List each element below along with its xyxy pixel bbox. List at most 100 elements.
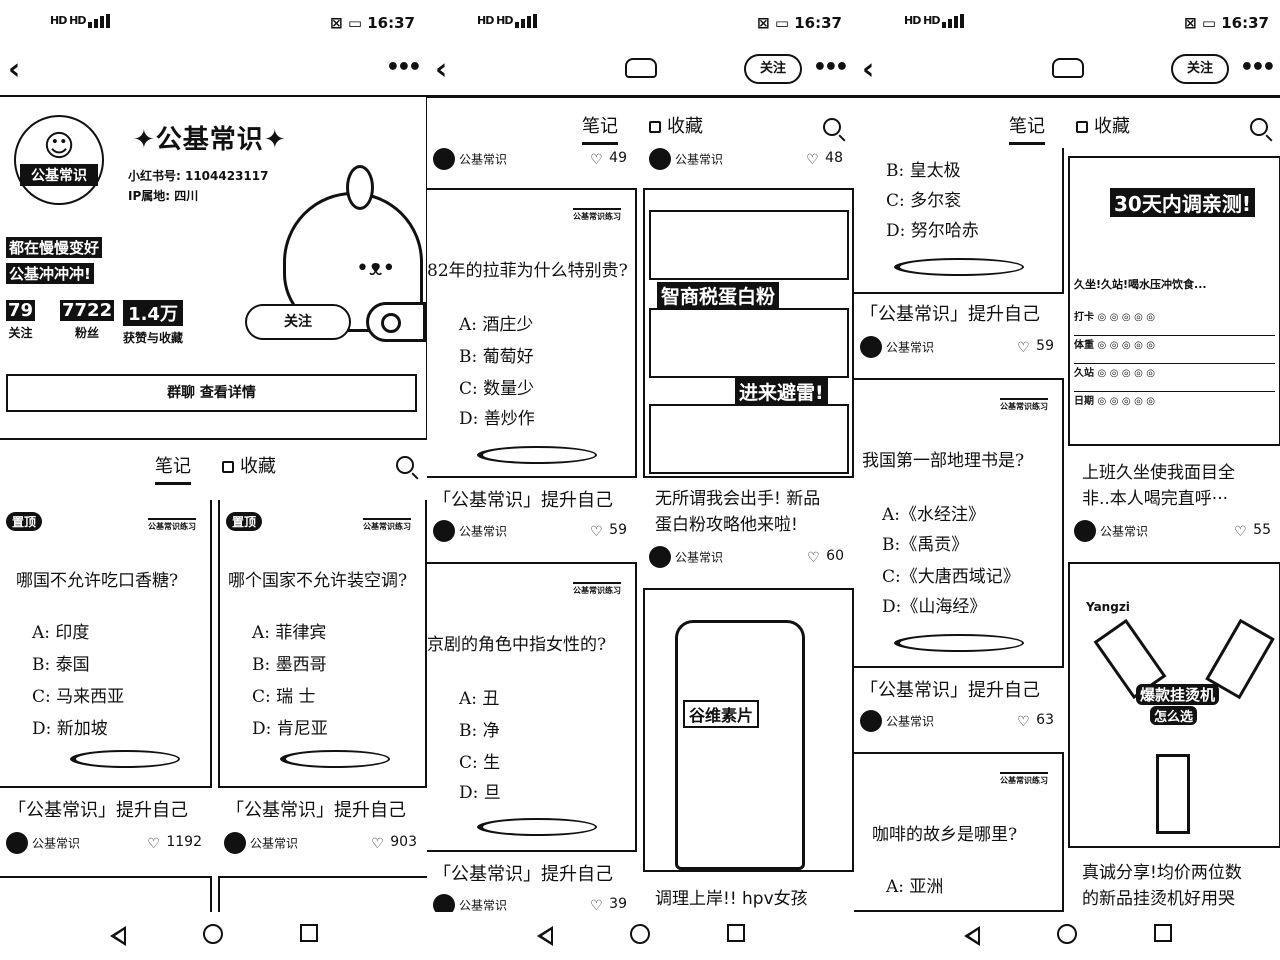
top-bar: ‹ •••: [0, 48, 427, 92]
option-c: C:《大唐西域记》: [882, 567, 1020, 587]
tab-notes[interactable]: 笔记: [1009, 112, 1045, 145]
nav-back-icon[interactable]: [110, 926, 126, 946]
smile-icon: ☺: [43, 129, 75, 164]
more-options-icon[interactable]: •••: [385, 55, 422, 80]
note-meta: 公基常识 ♡1192: [6, 832, 206, 856]
nav-back-icon[interactable]: [537, 926, 553, 946]
like-count[interactable]: ♡903: [371, 834, 417, 852]
search-icon[interactable]: [396, 456, 414, 474]
like-count[interactable]: ♡60: [807, 548, 844, 566]
note-card[interactable]: 置顶 公基常识练习 哪个国家不允许装空调? A: 菲律宾 B: 墨西哥 C: 瑞…: [218, 500, 427, 860]
group-chat-bar[interactable]: 群聊 查看详情: [6, 374, 417, 412]
rabbit-face-icon: •ᴥ•: [356, 256, 396, 281]
android-nav-bar: [0, 912, 427, 960]
likes-text: 39: [609, 896, 627, 912]
note-cover-image: 谷维素片: [643, 588, 854, 872]
author-name: 公基常识: [675, 152, 724, 167]
note-card[interactable]: 公基常识练习 82年的拉菲为什么特别贵? A: 酒庄少 B: 葡萄好 C: 数量…: [427, 188, 637, 548]
tab-collect[interactable]: 收藏: [649, 112, 703, 142]
option-d: D: 肯尼亚: [252, 719, 328, 739]
note-card[interactable]: B: 皇太极 C: 多尔衮 D: 努尔哈赤 「公基常识」提升自己 公基常识♡59: [854, 148, 1064, 366]
author-name: 公基常识: [32, 836, 81, 851]
back-chevron-icon[interactable]: ‹: [435, 52, 448, 87]
note-card[interactable]: 公基常识练习 京剧的角色中指女性的? A: 丑 B: 净 C: 生 D: 旦 「…: [427, 562, 637, 912]
tab-collect[interactable]: 收藏: [222, 452, 276, 482]
nav-home-icon[interactable]: [1057, 924, 1077, 944]
row-label: 打卡: [1074, 312, 1094, 323]
heart-icon: ♡: [1017, 340, 1030, 356]
search-icon[interactable]: [1250, 118, 1268, 136]
signal-indicator: HD HD: [904, 14, 966, 28]
product-grid-row: [649, 210, 849, 280]
note-cover: B: 皇太极 C: 多尔衮 D: 努尔哈赤: [854, 148, 1064, 294]
author-avatar: [649, 546, 671, 568]
network-label: HD HD: [50, 14, 87, 27]
follow-button[interactable]: 关注: [1171, 54, 1229, 84]
follow-button[interactable]: 关注: [245, 304, 351, 340]
bio-line-2: 公基冲冲冲!: [6, 263, 94, 284]
note-meta: 公基常识♡39: [433, 894, 631, 912]
like-count[interactable]: ♡63: [1017, 712, 1054, 730]
follow-button[interactable]: 关注: [744, 54, 802, 84]
like-count[interactable]: ♡1192: [147, 834, 202, 852]
back-chevron-icon[interactable]: ‹: [862, 52, 875, 87]
like-count[interactable]: ♡49: [590, 150, 627, 168]
mini-avatar-icon: [1051, 58, 1084, 78]
more-options-icon[interactable]: •••: [1239, 55, 1276, 80]
note-card[interactable]: 公基常识练习 咖啡的故乡是哪里? A: 亚洲: [854, 752, 1064, 912]
likes-text: 49: [609, 150, 627, 166]
note-meta: 公基常识♡903: [224, 832, 421, 856]
heart-icon: ♡: [590, 898, 603, 912]
username-text: 公基常识: [155, 125, 264, 155]
note-card[interactable]: 30天内调亲测! 久坐!久站!喝水压冲饮食... 打卡 ◎ ◎ ◎ ◎ ◎ 体重…: [1068, 156, 1280, 552]
tab-notes[interactable]: 笔记: [155, 452, 191, 485]
option-c: C: 数量少: [459, 379, 535, 399]
brand-logo: 公基常识练习: [363, 508, 411, 532]
note-card-partial[interactable]: [218, 876, 427, 912]
checkin-grid: 打卡 ◎ ◎ ◎ ◎ ◎ 体重 ◎ ◎ ◎ ◎ ◎ 久站 ◎ ◎ ◎ ◎ ◎ 日…: [1074, 308, 1275, 420]
option-a: A: 菲律宾: [252, 623, 327, 643]
note-cover: 公基常识练习 京剧的角色中指女性的? A: 丑 B: 净 C: 生 D: 旦: [427, 562, 637, 852]
note-card[interactable]: Yangzi 爆款挂烫机 怎么选 真诚分享!均价两位数 的新品挂烫机好用哭: [1068, 562, 1280, 912]
note-card-partial[interactable]: [0, 876, 212, 912]
more-options-icon[interactable]: •••: [812, 55, 849, 80]
message-button[interactable]: [366, 302, 426, 342]
like-count[interactable]: ♡ 39: [590, 896, 627, 912]
nav-home-icon[interactable]: [630, 924, 650, 944]
top-bar: ‹ 关注 •••: [427, 48, 854, 92]
brand-logo: 公基常识练习: [1000, 388, 1048, 412]
android-nav-bar: [427, 912, 854, 960]
like-count[interactable]: ♡55: [1234, 522, 1271, 540]
tab-collect[interactable]: 收藏: [1076, 112, 1130, 142]
note-card[interactable]: 智商税蛋白粉 进来避雷! 无所谓我会出手! 新品 蛋白粉攻略他来啦! 公基常识♡…: [643, 188, 854, 578]
logo-arc: [1000, 388, 1048, 400]
lock-icon: [1076, 121, 1088, 133]
nav-recents-icon[interactable]: [1154, 924, 1172, 942]
note-card[interactable]: 公基常识练习 我国第一部地理书是? A:《水经注》 B:《禹贡》 C:《大唐西域…: [854, 378, 1064, 740]
nav-recents-icon[interactable]: [727, 924, 745, 942]
note-card[interactable]: 谷维素片 调理上岸!! hpv女孩: [643, 588, 854, 912]
tab-notes[interactable]: 笔记: [582, 112, 618, 145]
option-a: A: 印度: [32, 623, 90, 643]
nav-recents-icon[interactable]: [300, 924, 318, 942]
back-chevron-icon[interactable]: ‹: [8, 52, 21, 87]
search-icon[interactable]: [823, 118, 841, 136]
author-name: 公基常识: [886, 340, 935, 355]
heart-icon: ♡: [1234, 524, 1247, 540]
avatar[interactable]: ☺公基常识: [14, 115, 104, 205]
note-card[interactable]: 置顶 公基常识练习 哪国不允许吃口香糖? A: 印度 B: 泰国 C: 马来西亚…: [0, 500, 212, 860]
stat-number: 79: [6, 300, 36, 321]
product-grid-row: [649, 308, 849, 378]
nav-home-icon[interactable]: [203, 924, 223, 944]
ip-location: IP属地: 四川: [128, 189, 199, 203]
note-title: 「公基常识」提升自己: [226, 800, 406, 821]
like-count[interactable]: ♡48: [806, 150, 843, 168]
nav-back-icon[interactable]: [964, 926, 980, 946]
stat-likes-collects[interactable]: 1.4万获赞与收藏: [123, 300, 184, 346]
like-count[interactable]: ♡59: [1017, 338, 1054, 356]
like-count[interactable]: ♡59: [590, 522, 627, 540]
note-cover: 置顶 公基常识练习 哪国不允许吃口香糖? A: 印度 B: 泰国 C: 马来西亚…: [0, 500, 212, 788]
